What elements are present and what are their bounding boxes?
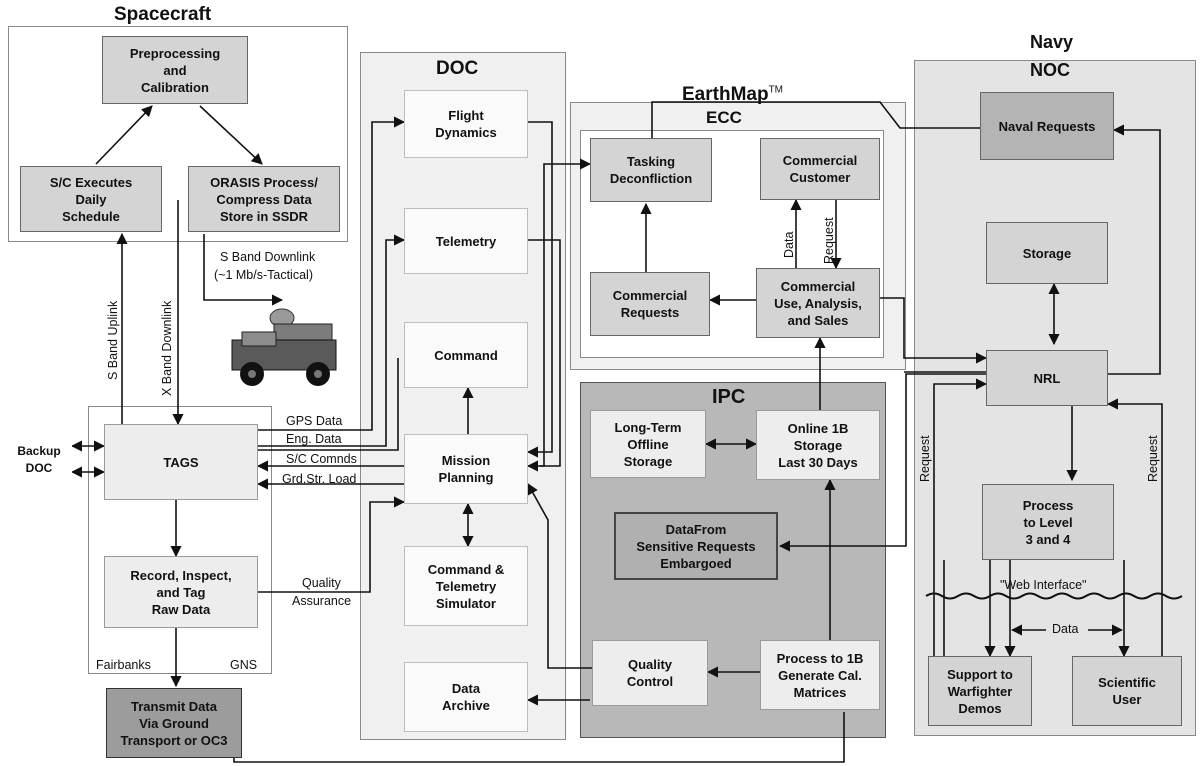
scientific-user-box: Scientific User [1072,656,1182,726]
request-left-label: Request [918,435,932,482]
online-1b-storage-box: Online 1B Storage Last 30 Days [756,410,880,480]
quality-control-box: Quality Control [592,640,708,706]
eng-data-label: Eng. Data [286,432,342,446]
sensitive-requests-box: DataFrom Sensitive Requests Embargoed [614,512,778,580]
data-vertical-label: Data [782,231,796,258]
doc-title: DOC [436,58,479,79]
cmd-tlm-simulator-box: Command & Telemetry Simulator [404,546,528,626]
spacecraft-title: Spacecraft [114,4,212,25]
record-inspect-box: Record, Inspect, and Tag Raw Data [104,556,258,628]
tags-box: TAGS [104,424,258,500]
data-archive-box: Data Archive [404,662,528,732]
fairbanks-label: Fairbanks [96,658,151,672]
transmit-data-box: Transmit Data Via Ground Transport or OC… [106,688,242,758]
sc-executes-box: S/C Executes Daily Schedule [20,166,162,232]
flight-dynamics-box: Flight Dynamics [404,90,528,158]
process-1b-box: Process to 1B Generate Cal. Matrices [760,640,880,710]
x-band-downlink-label: X Band Downlink [160,300,174,396]
request-right-label: Request [1146,435,1160,482]
earthmap-label: EarthMap [682,84,769,105]
request-vertical-label: Request [822,217,836,264]
s-band-downlink-label: S Band Downlink [220,250,316,264]
nrl-box: NRL [986,350,1108,406]
mission-planning-box: Mission Planning [404,434,528,504]
earthmap-tm: TM [768,84,784,96]
navy-title: Navy [1030,32,1074,52]
storage-box: Storage [986,222,1108,284]
command-box: Command [404,322,528,388]
grd-str-load-label: Grd.Str. Load [282,472,357,486]
long-term-storage-box: Long-Term Offline Storage [590,410,706,478]
naval-requests-box: Naval Requests [980,92,1114,160]
s-band-rate-label: (~1 Mb/s-Tactical) [214,268,313,282]
commercial-requests-box: Commercial Requests [590,272,710,336]
gns-label: GNS [230,658,258,672]
commercial-use-box: Commercial Use, Analysis, and Sales [756,268,880,338]
earthmap-title: EarthMapTM [682,84,783,106]
support-warfighter-box: Support to Warfighter Demos [928,656,1032,726]
data-bottom-label: Data [1052,622,1079,636]
quality-label: Quality [302,576,341,590]
sc-comnds-label: S/C Comnds [286,452,357,466]
gps-data-label: GPS Data [286,414,343,428]
ecc-title: ECC [706,108,742,127]
ipc-title: IPC [712,386,746,408]
process-level-box: Process to Level 3 and 4 [982,484,1114,560]
web-interface-label: "Web Interface" [1000,578,1087,592]
telemetry-box: Telemetry [404,208,528,274]
vehicle-icon [231,308,337,386]
preprocessing-box: Preprocessing and Calibration [102,36,248,104]
orasis-box: ORASIS Process/ Compress Data Store in S… [188,166,340,232]
backup-doc-box: Backup DOC [6,436,72,484]
assurance-label: Assurance [292,594,352,608]
s-band-uplink-label: S Band Uplink [106,300,120,380]
commercial-customer-box: Commercial Customer [760,138,880,200]
tasking-deconfliction-box: Tasking Deconfliction [590,138,712,202]
noc-title: NOC [1030,60,1070,80]
